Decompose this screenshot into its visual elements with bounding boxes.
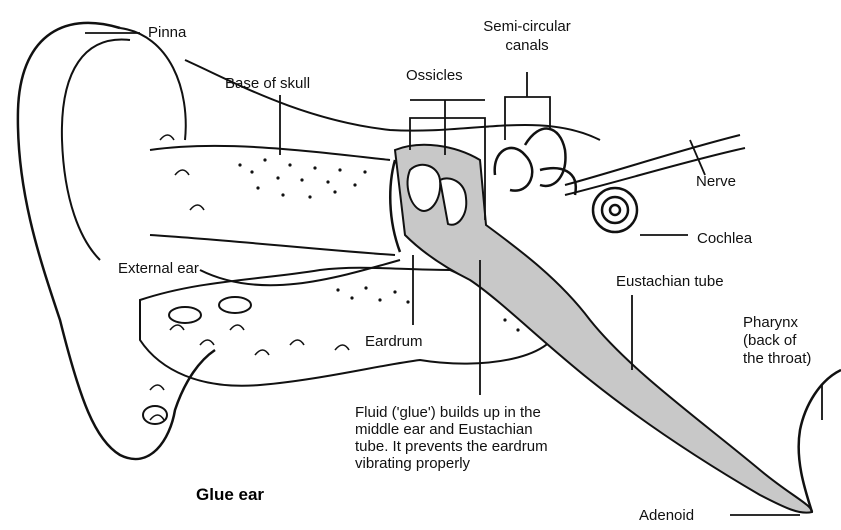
label-semicircular-line1: Semi-circular xyxy=(468,18,586,35)
label-eardrum: Eardrum xyxy=(365,333,423,350)
label-semicircular-line2: canals xyxy=(468,37,586,54)
diagram-title: Glue ear xyxy=(196,485,264,505)
label-nerve: Nerve xyxy=(696,173,736,190)
label-pinna: Pinna xyxy=(148,24,186,41)
pinna-rim xyxy=(120,28,186,140)
skull-upper-edge xyxy=(185,60,600,140)
pinna-inner-fold xyxy=(62,40,130,260)
label-pharynx-line1: Pharynx xyxy=(743,314,798,331)
label-base-of-skull: Base of skull xyxy=(225,75,310,92)
label-external-ear: External ear xyxy=(118,260,199,277)
label-pharynx-line2: (back of xyxy=(743,332,796,349)
label-pharynx-line3: the throat) xyxy=(743,350,811,367)
ear-canal-lower xyxy=(150,235,395,255)
ear-canal-upper xyxy=(150,146,390,160)
label-ossicles: Ossicles xyxy=(406,67,463,84)
label-fluid-line4: vibrating properly xyxy=(355,455,470,472)
pharynx-wall xyxy=(799,370,841,512)
label-fluid-line2: middle ear and Eustachian xyxy=(355,421,533,438)
semicircular-canals xyxy=(495,129,576,195)
pinna-outline xyxy=(18,23,215,459)
label-fluid-line1: Fluid ('glue') builds up in the xyxy=(355,404,541,421)
label-eustachian-tube: Eustachian tube xyxy=(616,273,724,290)
label-fluid-line3: tube. It prevents the eardrum xyxy=(355,438,548,455)
label-adenoid: Adenoid xyxy=(639,507,694,524)
label-cochlea: Cochlea xyxy=(697,230,752,247)
cochlea xyxy=(593,188,637,232)
